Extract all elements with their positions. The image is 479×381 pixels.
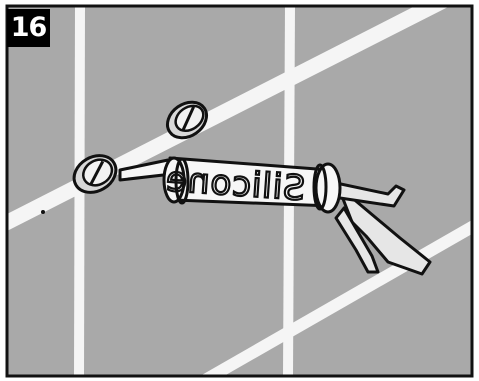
step-number-badge: 16 — [7, 9, 50, 47]
cap-icon — [166, 100, 208, 140]
caulk-gun-icon — [118, 156, 432, 276]
cap-icon — [72, 154, 118, 194]
grout-line-diagonal — [7, 6, 450, 231]
frame-border — [5, 4, 474, 378]
wall-hole — [41, 210, 45, 214]
